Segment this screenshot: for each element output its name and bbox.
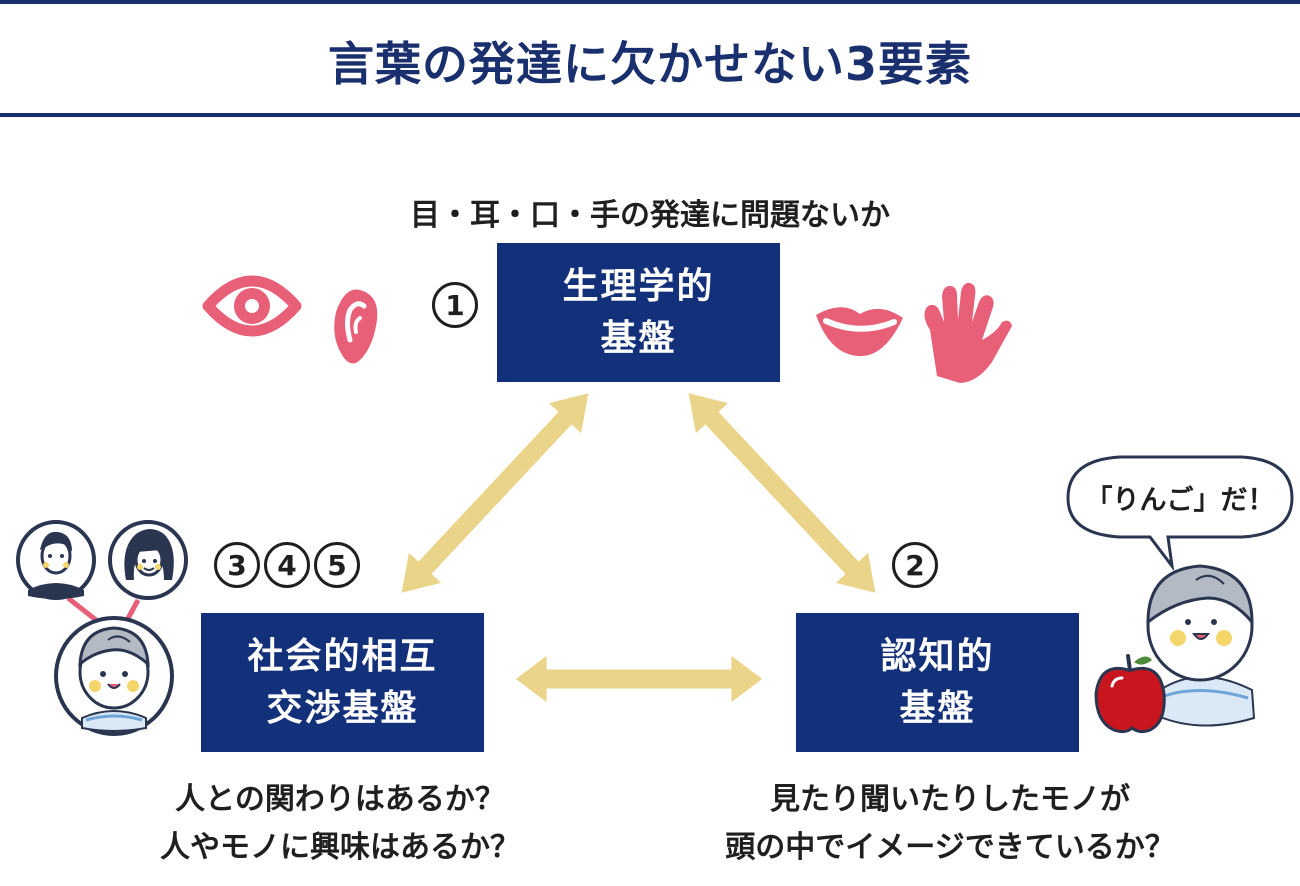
cognitive-label-line2: 基盤 bbox=[899, 687, 976, 729]
social-number-group: 3 4 5 bbox=[214, 542, 360, 588]
title-underline bbox=[0, 113, 1300, 117]
top-rule bbox=[0, 0, 1300, 4]
cognitive-label-line1: 認知的 bbox=[880, 636, 995, 678]
social-caption-line1: 人との関わりはあるか？ bbox=[175, 782, 505, 817]
circled-number-5: 5 bbox=[314, 542, 360, 588]
social-caption-line2: 人やモノに興味はあるか？ bbox=[160, 830, 520, 865]
social-label-line1: 社会的相互 bbox=[247, 636, 438, 678]
physiological-label-line1: 生理学的 bbox=[562, 266, 715, 308]
eye-icon bbox=[202, 275, 302, 337]
circled-number-4: 4 bbox=[264, 542, 310, 588]
hand-icon bbox=[924, 282, 1012, 383]
social-foundation-box: 社会的相互 交渉基盤 bbox=[201, 613, 484, 752]
physiological-caption: 目・耳・口・手の発達に問題ないか bbox=[410, 198, 890, 233]
circled-number-2: 2 bbox=[892, 542, 938, 588]
father-icon bbox=[16, 520, 96, 600]
child-icon-left bbox=[54, 616, 174, 736]
circled-number-1: 1 bbox=[432, 282, 478, 328]
cognitive-foundation-box: 認知的 基盤 bbox=[796, 613, 1079, 752]
apple-icon bbox=[1094, 654, 1166, 734]
speech-bubble-text: 「りんご」だ！ bbox=[1085, 485, 1275, 516]
circled-number-3: 3 bbox=[214, 542, 260, 588]
mother-icon bbox=[108, 520, 188, 600]
social-label-line2: 交渉基盤 bbox=[266, 687, 419, 729]
physiological-foundation-box: 生理学的 基盤 bbox=[497, 243, 780, 382]
social-caption: 人との関わりはあるか？ 人やモノに興味はあるか？ bbox=[80, 776, 600, 872]
arrow-physio-cognitive bbox=[672, 378, 892, 608]
physiological-number-group: 1 bbox=[432, 282, 478, 328]
child-icon-right bbox=[1146, 564, 1256, 727]
cognitive-number-group: 2 bbox=[892, 542, 938, 588]
ear-icon bbox=[334, 289, 378, 364]
cognitive-caption: 見たり聞いたりしたモノが 頭の中でイメージできているか？ bbox=[640, 776, 1260, 872]
cognitive-caption-line2: 頭の中でイメージできているか？ bbox=[725, 830, 1175, 865]
physiological-label-line2: 基盤 bbox=[600, 317, 677, 359]
page-title: 言葉の発達に欠かせない3要素 bbox=[327, 37, 972, 91]
speech-bubble bbox=[1066, 455, 1294, 572]
lips-icon bbox=[816, 307, 903, 357]
arrow-physio-social bbox=[385, 378, 605, 608]
arrow-social-cognitive bbox=[515, 655, 763, 703]
cognitive-caption-line1: 見たり聞いたりしたモノが bbox=[770, 782, 1130, 817]
